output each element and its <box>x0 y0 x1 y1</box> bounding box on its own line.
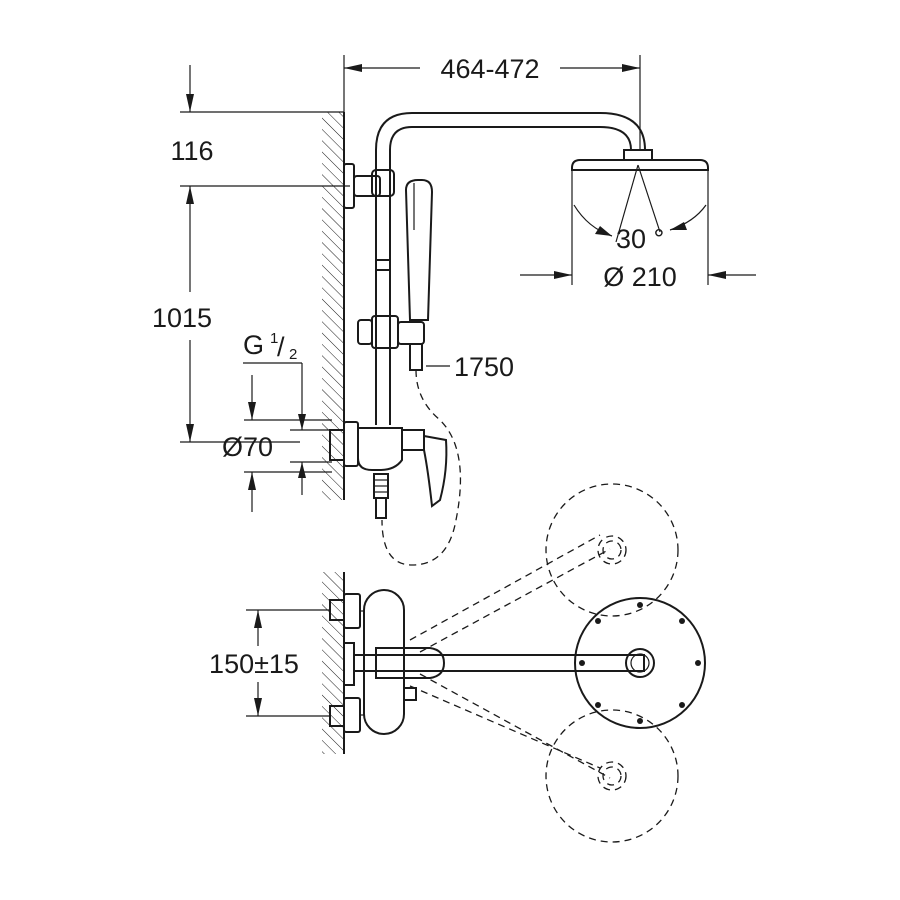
thread-denominator: 2 <box>289 346 297 363</box>
head-diameter-label: Ø 210 <box>603 262 677 292</box>
hose-length-dimension: 1750 <box>426 352 514 382</box>
tilt-angle-label: 30 ° <box>616 224 664 254</box>
wall-side-view <box>322 112 345 500</box>
thread-numerator: 1 <box>270 330 278 347</box>
swivel-positions <box>409 483 679 843</box>
connection-dimensions: G 1 / 2 Ø70 <box>222 330 332 512</box>
centre-distance-dimension: 150±15 <box>209 609 330 717</box>
height-label: 1015 <box>152 303 212 333</box>
mixer-top-view <box>329 589 706 735</box>
thread-label: G <box>243 330 264 360</box>
thread-slash: / <box>277 332 285 362</box>
arm-length-dimension: 464-472 <box>343 54 641 150</box>
hose-length-label: 1750 <box>454 352 514 382</box>
centre-distance-label: 150±15 <box>209 649 299 679</box>
height-dimensions: 116 1015 <box>152 65 350 443</box>
shower-head-side: 30 ° Ø 210 <box>520 149 756 292</box>
arm-length-label: 464-472 <box>440 54 539 84</box>
escutcheon-diameter-label: Ø70 <box>222 432 273 462</box>
top-offset-label: 116 <box>170 136 213 166</box>
shower-column-side <box>329 112 646 566</box>
